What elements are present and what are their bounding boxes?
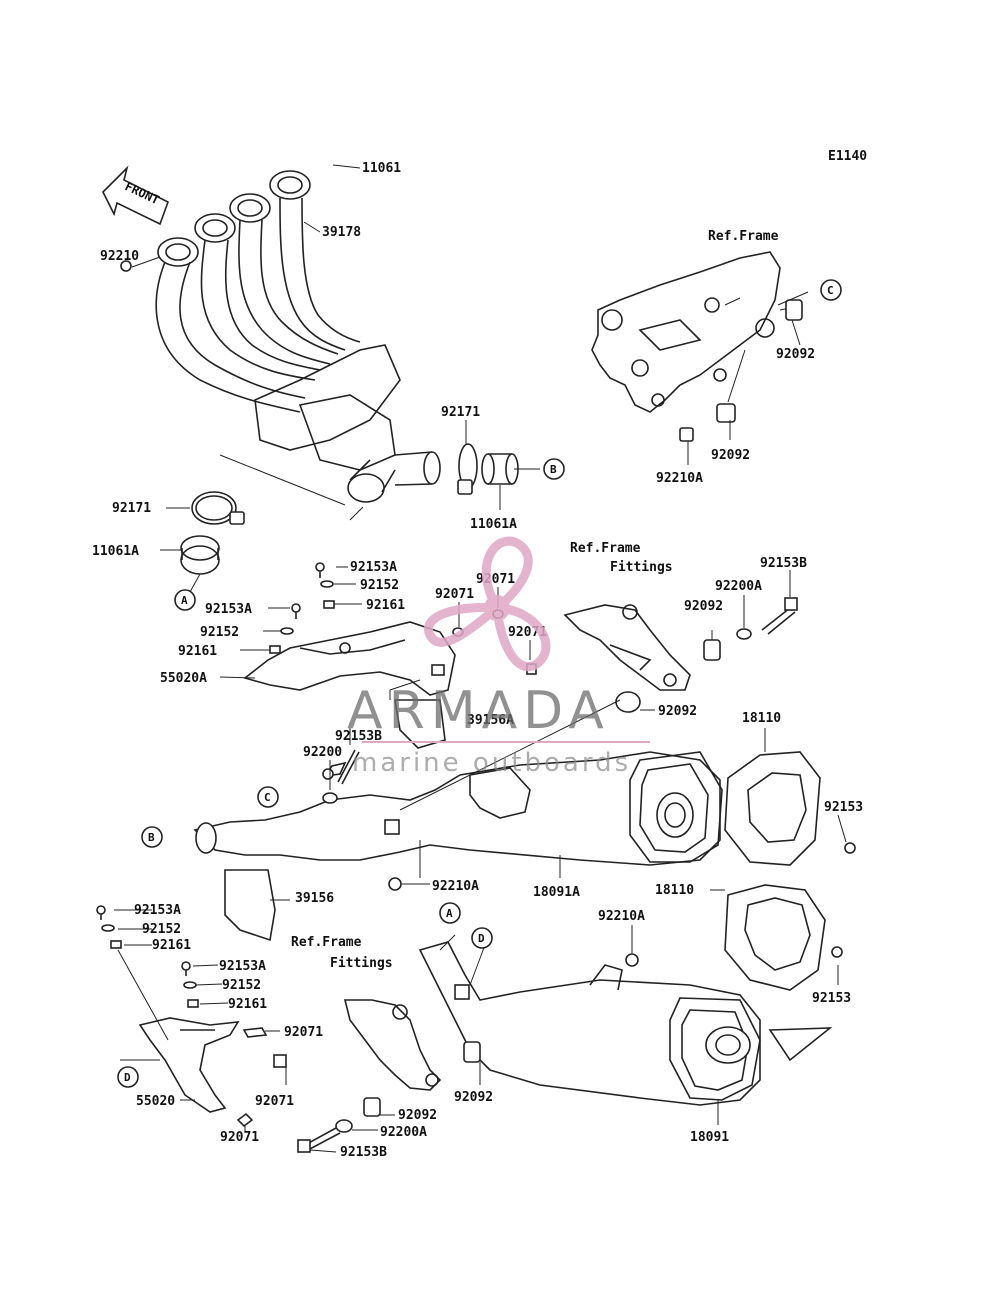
part-label: 92071 <box>284 1025 323 1040</box>
part-label: 92153B <box>335 729 382 744</box>
part-label: 92071 <box>220 1130 259 1145</box>
part-label: 92171 <box>112 501 151 516</box>
header-pipe-assembly <box>155 170 441 503</box>
part-label: 11061 <box>362 161 401 176</box>
callout-label: C <box>827 284 834 297</box>
part-label: 55020 <box>136 1094 175 1109</box>
part-label: 92153 <box>812 991 851 1006</box>
part-label: 92161 <box>366 598 405 613</box>
part-label: 92092 <box>776 347 815 362</box>
part-label: 92200A <box>715 579 762 594</box>
part-label: 92153A <box>205 602 252 617</box>
part-label: 11061A <box>470 517 517 532</box>
part-label: 92210A <box>432 879 479 894</box>
callout-label: B <box>550 463 557 476</box>
part-label: 92210 <box>100 249 139 264</box>
part-label: 92153B <box>340 1145 387 1160</box>
callout-label: A <box>446 907 453 920</box>
heat-shield-plate-lower <box>224 869 276 942</box>
watermark: ARMADA marine outboards <box>347 536 650 778</box>
heat-cover-upper <box>243 621 456 696</box>
callout-circle <box>471 927 493 949</box>
part-label: 92092 <box>454 1090 493 1105</box>
part-label: 55020A <box>160 671 207 686</box>
part-label: 92161 <box>152 938 191 953</box>
watermark-brand: ARMADA <box>347 681 610 741</box>
ref-fittings-label: Fittings <box>610 560 673 575</box>
part-label: 92161 <box>228 997 267 1012</box>
part-label: 92171 <box>441 405 480 420</box>
footrest-bracket-lower <box>297 999 481 1153</box>
part-label: 18110 <box>742 711 781 726</box>
part-label: 92200A <box>380 1125 427 1140</box>
part-label: 39156A <box>467 713 514 728</box>
muffler-upper <box>193 751 723 891</box>
part-label: 92153B <box>760 556 807 571</box>
part-label: 92071 <box>255 1094 294 1109</box>
part-label: 92210A <box>656 471 703 486</box>
part-label: 92153A <box>134 903 181 918</box>
callout-circle <box>141 826 163 848</box>
callout-label: D <box>478 932 485 945</box>
propeller-logo <box>424 536 551 672</box>
front-arrow: FRONT <box>102 165 169 226</box>
frame-bracket-right <box>591 251 791 413</box>
callout-circle <box>117 1066 139 1088</box>
part-label: 92153A <box>219 959 266 974</box>
heat-cover-lower <box>138 1017 287 1128</box>
part-label: 39178 <box>322 225 361 240</box>
part-label: 11061A <box>92 544 139 559</box>
clamp-gasket-b <box>457 443 519 495</box>
ref-frame-label: Ref.Frame <box>570 541 641 556</box>
callout-label: B <box>148 831 155 844</box>
rubber-mount <box>679 299 803 442</box>
part-label: 92152 <box>200 625 239 640</box>
callout-markers: B A C B C A D D <box>117 279 842 1088</box>
part-label: 92210A <box>598 909 645 924</box>
heat-shield-plate-upper <box>394 699 446 749</box>
callout-circle <box>543 458 565 480</box>
part-label: 18091A <box>533 885 580 900</box>
part-label: 39156 <box>295 891 334 906</box>
part-label: 92092 <box>684 599 723 614</box>
ref-fittings-label: Fittings <box>330 956 393 971</box>
part-label: 92153 <box>824 800 863 815</box>
part-label: 92152 <box>142 922 181 937</box>
muffler-cover-upper <box>724 751 856 866</box>
callout-circle <box>439 902 461 924</box>
part-label: 92092 <box>398 1108 437 1123</box>
watermark-subtitle: marine outboards <box>352 748 631 778</box>
part-label: 92071 <box>435 587 474 602</box>
part-label: 92153A <box>350 560 397 575</box>
callout-circle <box>820 279 842 301</box>
part-label: 18091 <box>690 1130 729 1145</box>
ref-frame-label: Ref.Frame <box>291 935 362 950</box>
part-number-labels: 11061 39178 92210 92171 11061A 92171 110… <box>92 161 863 1160</box>
callout-circle <box>257 786 279 808</box>
part-label: 92092 <box>658 704 697 719</box>
leader-lines <box>114 164 847 1153</box>
part-label: 92161 <box>178 644 217 659</box>
callout-circle <box>174 589 196 611</box>
part-label: 92200 <box>303 745 342 760</box>
muffler-lower <box>418 941 833 1106</box>
ref-frame-label: Ref.Frame <box>708 229 779 244</box>
part-label: 92092 <box>711 448 750 463</box>
part-label: 18110 <box>655 883 694 898</box>
callout-label: D <box>124 1071 131 1084</box>
muffler-cover-lower <box>724 884 843 991</box>
clamp-gasket-a <box>180 491 245 593</box>
callout-label: A <box>181 594 188 607</box>
callout-label: C <box>264 791 271 804</box>
part-label: 92152 <box>360 578 399 593</box>
part-label: 92152 <box>222 978 261 993</box>
diagram-code: E1140 <box>828 149 867 164</box>
